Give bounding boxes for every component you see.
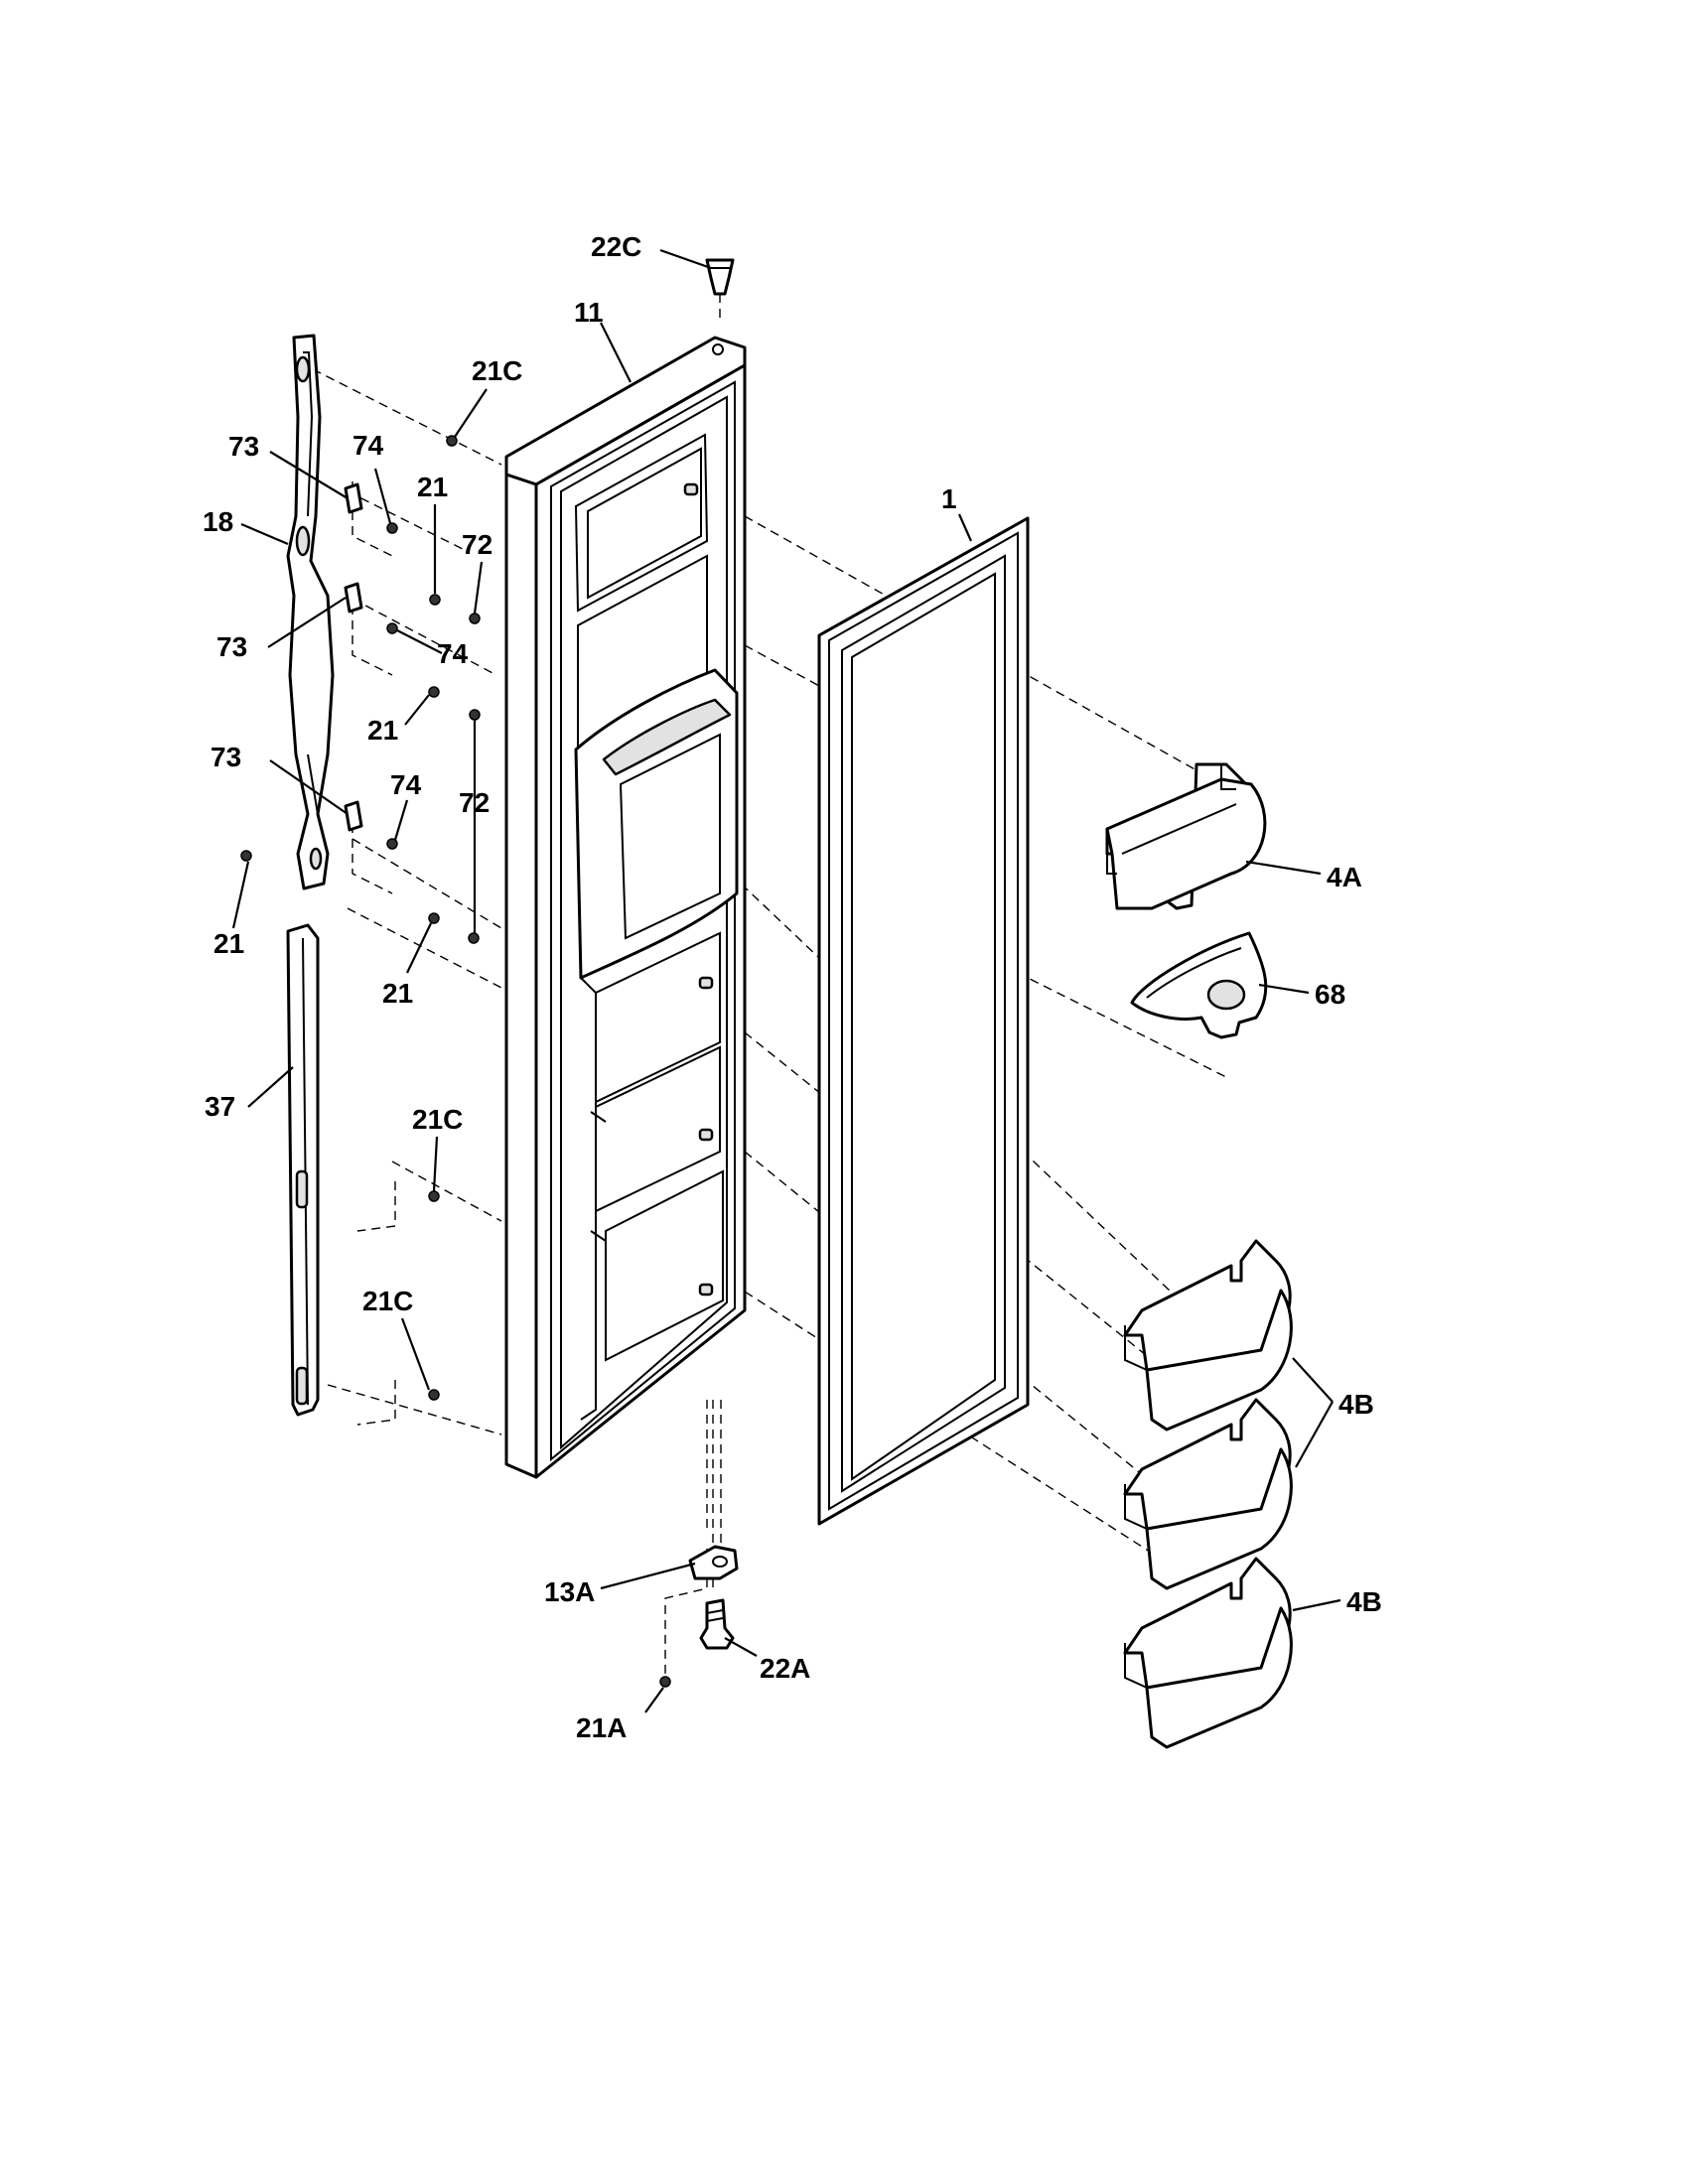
handle-base-part-37 bbox=[286, 923, 320, 1417]
callout-18: 18 bbox=[203, 506, 233, 537]
callout-21c-mid: 21C bbox=[412, 1104, 463, 1135]
callout-68: 68 bbox=[1315, 979, 1345, 1010]
callout-21c-low: 21C bbox=[362, 1286, 413, 1316]
callout-22c: 22C bbox=[591, 231, 641, 262]
callout-21-c: 21 bbox=[213, 928, 244, 959]
funnel-part-68 bbox=[1130, 931, 1268, 1039]
callout-73-top: 73 bbox=[228, 431, 259, 462]
callout-13a: 13A bbox=[544, 1576, 595, 1607]
alignment-lines bbox=[312, 258, 1227, 1678]
callout-4b-pair: 4B bbox=[1338, 1389, 1374, 1420]
hinge-pin-part-22a bbox=[699, 1598, 735, 1650]
callout-73-low: 73 bbox=[211, 742, 241, 772]
callout-1: 1 bbox=[941, 483, 957, 514]
door-part-11 bbox=[504, 336, 747, 1479]
screws-and-caps bbox=[240, 435, 671, 1688]
callout-11: 11 bbox=[574, 297, 604, 328]
bin-part-4a bbox=[1105, 762, 1267, 910]
callout-72-top: 72 bbox=[462, 529, 492, 560]
bins-part-4b bbox=[1123, 1239, 1293, 1749]
callout-21-b: 21 bbox=[367, 715, 398, 746]
callout-22a: 22A bbox=[760, 1653, 810, 1684]
callout-4b-single: 4B bbox=[1346, 1586, 1382, 1617]
hinge-pin-part-22c bbox=[705, 258, 735, 296]
callout-21-d: 21 bbox=[382, 978, 413, 1009]
callout-21c-top: 21C bbox=[472, 355, 522, 386]
clips-part-73 bbox=[344, 482, 363, 832]
callout-74-low: 74 bbox=[390, 769, 422, 800]
callout-74-top: 74 bbox=[352, 430, 384, 461]
callout-4a: 4A bbox=[1327, 862, 1362, 892]
callout-73-mid: 73 bbox=[216, 631, 247, 662]
callout-21-a: 21 bbox=[417, 472, 448, 502]
hinge-bracket-part-13a bbox=[688, 1545, 739, 1580]
leader-lines bbox=[231, 248, 1341, 1713]
handle-part-18 bbox=[286, 334, 335, 890]
callout-74-mid: 74 bbox=[437, 638, 469, 669]
callout-21a: 21A bbox=[576, 1712, 627, 1743]
gasket-part-1 bbox=[817, 516, 1030, 1526]
callout-37: 37 bbox=[205, 1091, 235, 1122]
callout-72-low: 72 bbox=[459, 787, 490, 818]
callout-labels: 22C 11 21C 73 74 21 72 18 73 74 21 73 74… bbox=[203, 231, 1382, 1743]
